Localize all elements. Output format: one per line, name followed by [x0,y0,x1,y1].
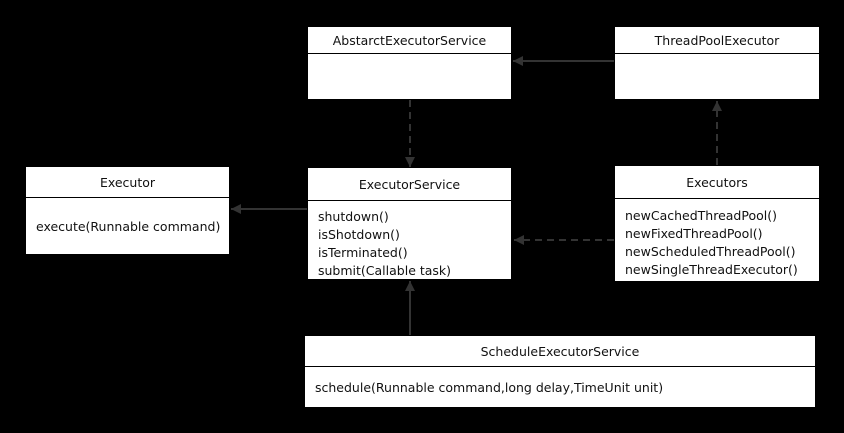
class-title: Executors [615,166,819,199]
class-methods: newCachedThreadPool() newFixedThreadPool… [615,199,819,279]
method-label: newScheduledThreadPool() [625,244,796,259]
class-title: AbstarctExecutorService [308,27,511,54]
method-label: shutdown() [318,209,389,224]
method-label: newCachedThreadPool() [625,208,777,223]
method-label: schedule(Runnable command,long delay,Tim… [315,380,664,395]
class-executor: Executor execute(Runnable command) [25,166,230,255]
class-methods [615,54,819,60]
class-methods: schedule(Runnable command,long delay,Tim… [305,367,815,397]
class-executors: Executors newCachedThreadPool() newFixed… [614,165,820,282]
method-label: submit(Callable task) [318,263,452,278]
method-label: newFixedThreadPool() [625,226,763,241]
class-title: ExecutorService [308,168,511,201]
class-schedule-executor-service: ScheduleExecutorService schedule(Runnabl… [304,335,816,408]
class-title: Executor [26,167,229,198]
class-methods: shutdown() isShotdown() isTerminated() s… [308,201,511,280]
method-label: newSingleThreadExecutor() [625,262,798,277]
class-abstract-executor-service: AbstarctExecutorService [307,26,512,100]
method-label: isTerminated() [318,245,408,260]
class-methods [308,54,511,60]
class-methods: execute(Runnable command) [26,198,229,236]
method-label: isShotdown() [318,227,400,242]
class-thread-pool-executor: ThreadPoolExecutor [614,26,820,100]
class-title: ThreadPoolExecutor [615,27,819,54]
class-title: ScheduleExecutorService [305,336,815,367]
class-executor-service: ExecutorService shutdown() isShotdown() … [307,167,512,280]
method-label: execute(Runnable command) [36,219,221,234]
